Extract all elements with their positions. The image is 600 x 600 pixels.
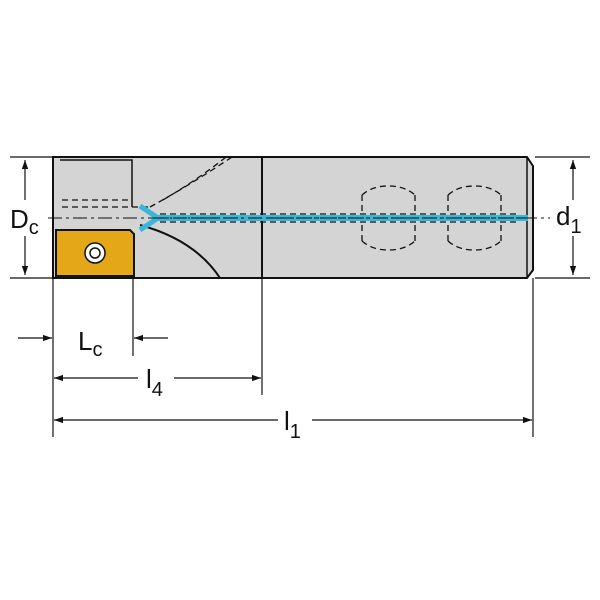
dimension-l1: l1 (54, 402, 532, 443)
dimension-Lc: Lc (18, 326, 168, 361)
extension-lines (10, 156, 590, 437)
dimension-d1: d1 (553, 160, 593, 275)
screw-icon (84, 242, 106, 264)
dimension-l4: l4 (54, 360, 261, 401)
label-Dc: Dc (10, 204, 39, 239)
label-d1: d1 (556, 201, 582, 238)
label-l4: l4 (146, 364, 163, 401)
label-l1: l1 (284, 406, 301, 443)
label-Lc: Lc (78, 326, 102, 361)
cutting-insert (55, 229, 135, 277)
flute-curve (139, 224, 221, 279)
flute-gash (60, 159, 133, 207)
dimension-Dc: Dc (6, 160, 46, 275)
